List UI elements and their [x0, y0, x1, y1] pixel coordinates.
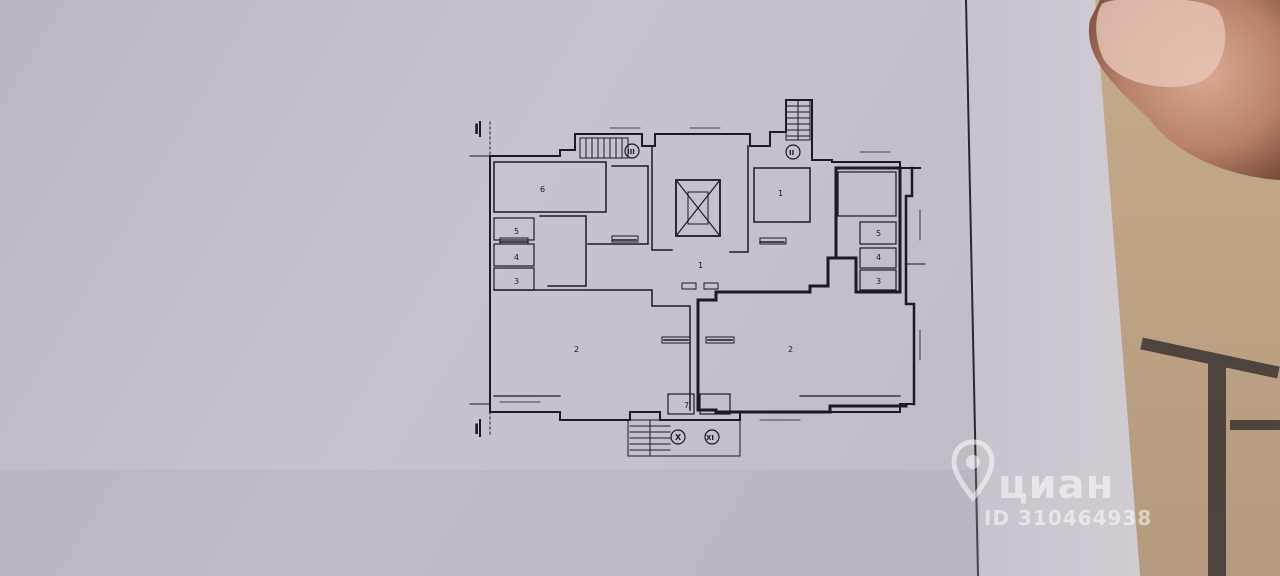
watermark-listing-id: ID 310464938: [984, 506, 1153, 530]
section-mark-top: I: [474, 122, 479, 138]
room-number-2b: 2: [788, 345, 793, 354]
room-number-3b: 3: [876, 277, 881, 286]
paper-flap: [962, 0, 1140, 576]
fold-line: [965, 0, 979, 576]
axis-label-iii: III: [627, 148, 635, 156]
room-number-6: 6: [540, 185, 545, 194]
room-number-1b: 1: [778, 189, 783, 198]
room-number-4: 4: [514, 253, 519, 262]
paper-sheet: [0, 0, 1140, 576]
axis-label-xi: XI: [706, 434, 714, 442]
axis-label-ii: II: [789, 149, 794, 157]
room-number-1: 1: [698, 261, 703, 270]
room-number-3: 3: [514, 277, 519, 286]
room-number-4b: 4: [876, 253, 881, 262]
cian-logo-icon: [951, 439, 995, 502]
room-number-5b: 5: [876, 229, 881, 238]
room-number-7: 7: [684, 401, 689, 410]
room-number-2: 2: [574, 345, 579, 354]
room-number-5: 5: [514, 227, 519, 236]
section-mark-bottom: I: [474, 422, 479, 438]
listing-watermark: циан ID 310464938: [948, 438, 1178, 538]
watermark-brand: циан: [998, 462, 1115, 508]
chair-silhouette: [1140, 337, 1280, 576]
axis-label-x: X: [675, 433, 682, 442]
axis-markers: [624, 143, 801, 445]
thumb: [1088, 0, 1280, 180]
floor-plan: [469, 99, 926, 457]
